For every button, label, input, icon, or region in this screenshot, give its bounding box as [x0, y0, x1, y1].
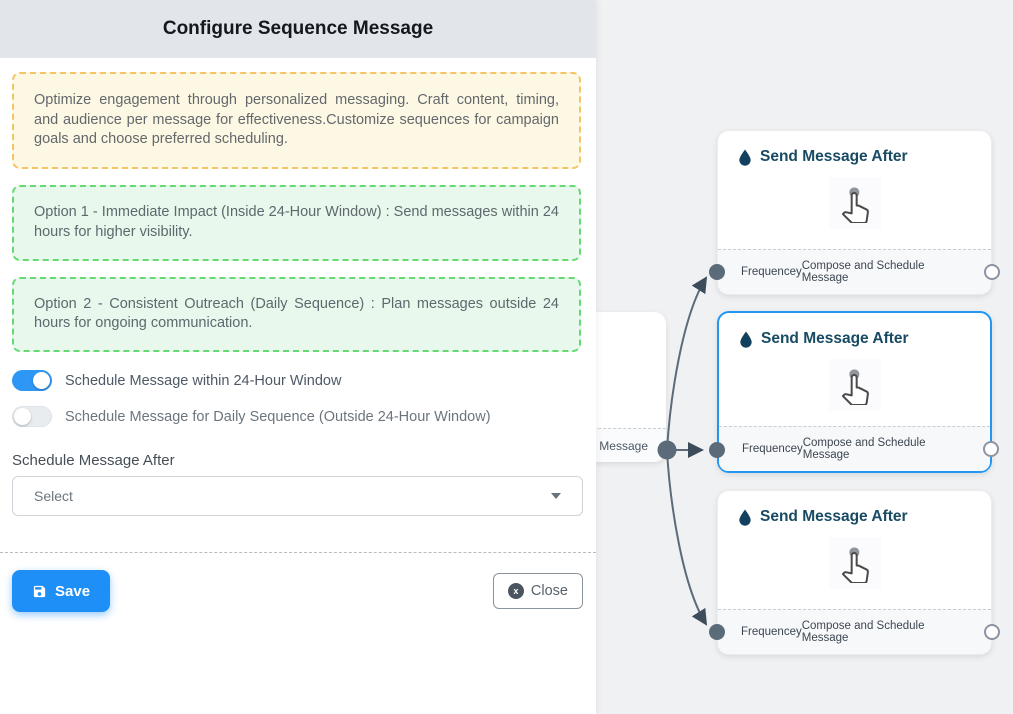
node-footer-compose[interactable]: Compose and Schedule Message [801, 260, 925, 284]
select-value: Select [34, 488, 73, 505]
close-button[interactable]: x Close [492, 573, 583, 609]
node-footer-compose[interactable]: Compose and Schedule Message [801, 620, 925, 644]
chevron-down-icon [551, 493, 561, 500]
toggle-row-24-hour: Schedule Message within 24-Hour Window [12, 370, 581, 392]
option-2-text: Option 2 - Consistent Outreach (Daily Se… [34, 295, 559, 332]
schedule-after-label: Schedule Message After [12, 452, 175, 470]
save-icon [33, 585, 46, 597]
partial-node-footer-label: ce Message [596, 438, 648, 453]
node-header: Send Message After [719, 313, 990, 348]
partial-node-footer: ce Message [596, 428, 666, 462]
schedule-after-select[interactable]: Select [12, 476, 583, 517]
node-footer-compose[interactable]: Compose and Schedule Message [802, 437, 926, 461]
action-buttons-row: Save x Close [12, 570, 583, 612]
flow-canvas[interactable]: ce Message Send Message After Frequencey… [596, 0, 1013, 714]
node-footer: Frequencey Compose and Schedule Message [718, 609, 1000, 654]
close-icon: x [507, 583, 524, 599]
node-header: Send Message After [718, 491, 991, 526]
node-output-handle[interactable] [983, 441, 999, 457]
flow-node-partial[interactable]: ce Message [596, 312, 666, 462]
panel-header: Configure Sequence Message [0, 0, 596, 58]
footer-divider [0, 552, 596, 553]
option-2-notice: Option 2 - Consistent Outreach (Daily Se… [12, 276, 581, 353]
node-footer: Frequencey Compose and Schedule Message [719, 426, 999, 471]
save-button-label: Save [55, 582, 91, 600]
toggle-knob [33, 372, 50, 390]
node-title: Send Message After [761, 330, 909, 347]
droplet-icon [739, 509, 751, 526]
node-title: Send Message After [760, 148, 908, 165]
tap-gesture-icon[interactable] [828, 359, 881, 411]
flow-node-send-message-1[interactable]: Send Message After Frequencey Compose an… [717, 130, 1000, 295]
tap-gesture-icon[interactable] [828, 177, 881, 229]
edge-to-node-1 [666, 276, 708, 451]
node-footer-frequency[interactable]: Frequencey [741, 626, 802, 638]
configure-sequence-panel: Configure Sequence Message Optimize enga… [0, 0, 596, 714]
toggle-knob [14, 408, 31, 426]
droplet-icon [740, 331, 752, 348]
toggle-daily-sequence-label: Schedule Message for Daily Sequence (Out… [65, 408, 491, 425]
node-footer-frequency[interactable]: Frequencey [741, 266, 802, 278]
flow-node-send-message-2[interactable]: Send Message After Frequencey Compose an… [717, 311, 999, 473]
node-footer-frequency[interactable]: Frequencey [742, 443, 803, 455]
node-title: Send Message After [760, 508, 908, 525]
save-button[interactable]: Save [12, 570, 111, 612]
node-header: Send Message After [718, 131, 991, 166]
toggle-row-daily-sequence: Schedule Message for Daily Sequence (Out… [12, 406, 581, 428]
node-output-handle[interactable] [984, 264, 1000, 280]
toggle-daily-sequence[interactable] [12, 406, 52, 428]
node-footer: Frequencey Compose and Schedule Message [718, 249, 1000, 294]
option-1-text: Option 1 - Immediate Impact (Inside 24-H… [34, 204, 559, 240]
info-notice: Optimize engagement through personalized… [12, 72, 581, 170]
tap-gesture-icon[interactable] [828, 537, 881, 589]
info-notice-text: Optimize engagement through personalized… [34, 92, 559, 148]
node-output-handle[interactable] [984, 624, 1000, 640]
page-title: Configure Sequence Message [162, 18, 434, 39]
close-button-label: Close [530, 583, 568, 599]
toggle-24-hour-label: Schedule Message within 24-Hour Window [65, 372, 342, 389]
option-1-notice: Option 1 - Immediate Impact (Inside 24-H… [12, 185, 581, 261]
flow-node-send-message-3[interactable]: Send Message After Frequencey Compose an… [717, 490, 1000, 655]
toggle-24-hour-window[interactable] [12, 370, 52, 392]
edge-to-node-3 [666, 450, 708, 626]
droplet-icon [739, 149, 751, 166]
